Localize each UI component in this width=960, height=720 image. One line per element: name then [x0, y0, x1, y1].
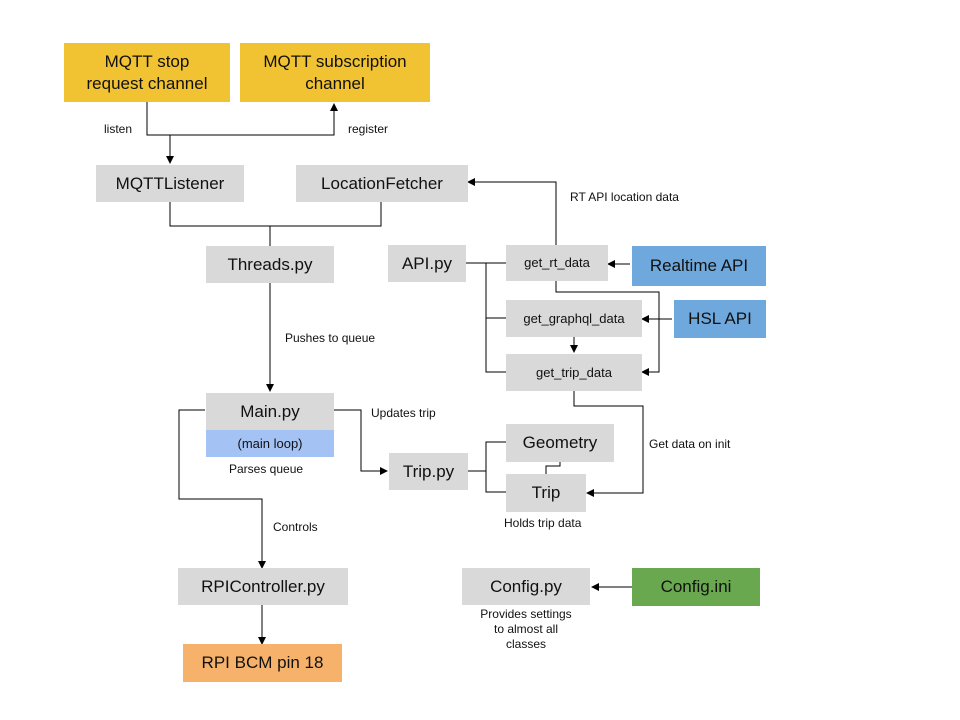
geometry: Geometry: [506, 424, 614, 462]
edge-trippy-to-geometry: [468, 441, 506, 472]
trip: Trip: [506, 474, 586, 512]
mqtt-sub-line2: channel: [305, 73, 365, 93]
controls-label: Controls: [273, 520, 318, 534]
mqtt-stop-line2: request channel: [86, 73, 208, 93]
edge-trippy-to-trip: [485, 471, 506, 493]
parses-queue-label: Parses queue: [229, 462, 304, 476]
edge-api-to-graphql: [485, 263, 506, 319]
config-ini: Config.ini: [632, 568, 760, 606]
provides-settings-line3: classes: [505, 637, 546, 651]
pushes-to-queue-label: Pushes to queue: [285, 331, 376, 345]
provides-settings-label: Provides settings to almost all classes: [464, 607, 588, 652]
edge-trip-data-to-trip: [573, 391, 644, 497]
provides-settings-line2: to almost all: [493, 622, 559, 636]
edge-rt-data-to-fetcher: [467, 178, 557, 245]
main-loop: (main loop): [206, 430, 334, 457]
mqtt-stop-request-channel: MQTT stop request channel: [64, 43, 230, 102]
edge-geometry-to-trip: [545, 462, 561, 474]
edge-mqtt-stop-to-listener: [146, 102, 174, 164]
get-data-on-init-label: Get data on init: [649, 437, 731, 451]
location-fetcher: LocationFetcher: [296, 165, 468, 202]
api-py: API.py: [388, 245, 466, 282]
threads-py: Threads.py: [206, 246, 334, 283]
rt-api-location-label: RT API location data: [570, 190, 679, 204]
get-graphql-data: get_graphql_data: [506, 300, 642, 337]
edge-fetcher-to-threads: [270, 202, 382, 227]
get-rt-data: get_rt_data: [506, 245, 608, 281]
edge-api-to-trip-data: [485, 318, 506, 373]
edge-main-to-rpi: [178, 409, 266, 569]
edge-main-to-trip: [334, 409, 388, 475]
provides-settings-line1: Provides settings: [480, 607, 572, 621]
mqtt-subscription-channel: MQTT subscription channel: [240, 43, 430, 102]
holds-trip-data-label: Holds trip data: [504, 516, 582, 530]
register-label: register: [348, 122, 389, 136]
listen-label: listen: [104, 122, 133, 136]
config-py: Config.py: [462, 568, 590, 605]
main-py: Main.py: [206, 393, 334, 430]
edge-listener-to-subscription: [170, 103, 338, 136]
hsl-api: HSL API: [674, 300, 766, 338]
mqtt-stop-line1: MQTT stop: [104, 51, 190, 71]
realtime-api: Realtime API: [632, 246, 766, 286]
rpi-bcm-pin-18: RPI BCM pin 18: [183, 644, 342, 682]
edge-rt-data-to-trip-data: [555, 281, 660, 376]
trip-py: Trip.py: [389, 453, 468, 490]
updates-trip-label: Updates trip: [371, 406, 436, 420]
mqtt-sub-line1: MQTT subscription: [263, 51, 407, 71]
rpi-controller-py: RPIController.py: [178, 568, 348, 605]
get-trip-data: get_trip_data: [506, 354, 642, 391]
mqtt-listener: MQTTListener: [96, 165, 244, 202]
edge-listener-to-threads: [169, 202, 271, 246]
